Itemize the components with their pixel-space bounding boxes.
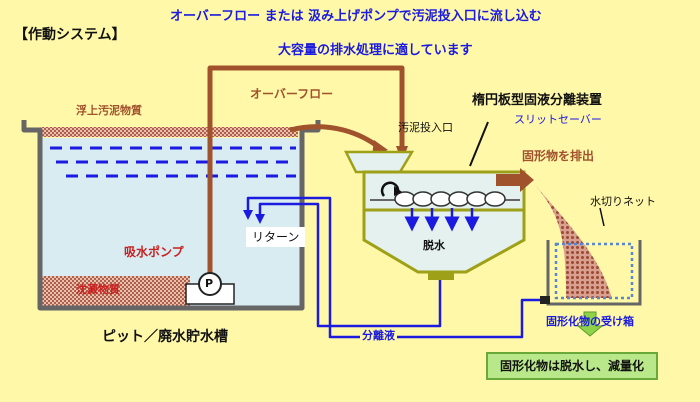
drain-net [554,242,634,300]
result-arrow [576,311,604,337]
sediment-label: 沈澱物質 [76,283,120,296]
tank-wall [21,120,321,311]
suction-pump [185,272,235,305]
pit-tank [21,120,321,311]
separator-pointer [469,121,489,167]
headline-1: オーバーフロー または 汲み上げポンプで汚泥投入口に流し込む [170,9,542,24]
box-wall [546,240,642,306]
water-surface-lines [50,146,296,178]
drain-net-label: 水切りネット [590,195,656,208]
dewatering-label: 脱水 [423,239,445,252]
sludge-pile [534,184,612,298]
lower-funnel [362,208,526,274]
floating-sludge-layer [40,127,298,137]
separator-label: 楕円板型固液分離装置 [472,93,603,108]
slit-saver-label: スリットセーバー [514,113,602,126]
separated-liquid-label: 分離液 [360,329,397,342]
return-label: リターン [246,227,306,247]
pit-tank-label: ピット／廃水貯水槽 [102,329,228,345]
result-box: 固形化物は脱水し、減量化 [486,352,659,380]
box-drain [540,296,550,304]
discharge-label: 固形物を排出 [522,149,595,163]
separator-machine [343,150,534,280]
elliptical-plates [394,191,506,207]
overflow-label: オーバーフロー [250,87,334,101]
floating-sludge-label: 浮上汚泥物質 [76,104,142,117]
pump-mark: P [205,277,214,290]
pump-icon [198,272,222,296]
return-pipe-outer [246,196,540,339]
sludge-hopper [343,150,415,174]
solids-box [534,184,642,306]
rotation-icon [380,181,400,197]
discharge-arrow [496,168,534,192]
sediment-layer [40,276,190,306]
return-pipe-inner [258,202,442,328]
suction-pump-label: 吸水ポンプ [124,245,184,259]
sludge-inlet-label: 汚泥投入口 [398,121,453,134]
pump-discharge-pipe [207,65,405,284]
drain-outlet [428,272,454,280]
return-pipes [246,196,540,339]
headline-2: 大容量の排水処理に適しています [278,43,473,58]
dewatering-arrows [404,208,480,232]
net-pointer [599,207,605,227]
diagram-title: 【作動システム】 [14,27,126,43]
solids-box-label: 固形化物の受け箱 [546,315,634,328]
